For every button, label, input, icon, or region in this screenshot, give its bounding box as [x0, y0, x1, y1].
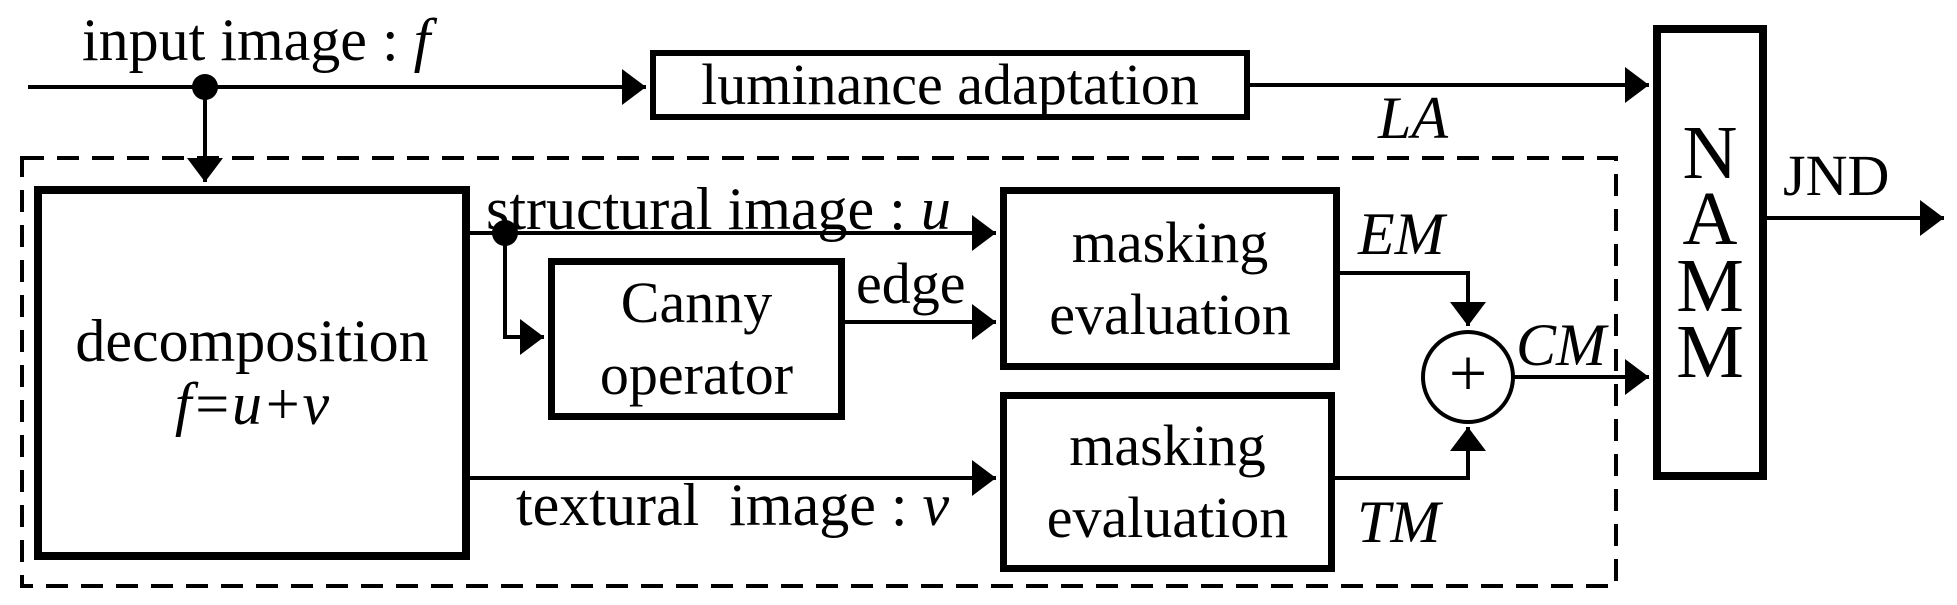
namm-letter-m1: M: [1676, 243, 1744, 328]
masking-structural-line1: masking: [1071, 209, 1269, 275]
cm-signal-label: CM: [1516, 312, 1606, 378]
decomposition-formula: f=u+v: [174, 371, 330, 437]
namm-letter-m2: M: [1676, 309, 1744, 394]
structural-branch-to-canny: [503, 233, 544, 355]
tm-signal-label: TM: [1357, 489, 1441, 555]
em-signal-label: EM: [1358, 201, 1445, 267]
namm-block: N A M M: [1653, 25, 1767, 480]
luminance-adaptation-block: luminance adaptation: [650, 50, 1250, 120]
decomposition-block: decomposition f=u+v: [34, 186, 470, 560]
namm-letter-n: N: [1682, 111, 1738, 196]
canny-label-line1: Canny: [620, 270, 773, 336]
textural-image-symbol: v: [922, 472, 950, 538]
decomposition-label: decomposition: [75, 308, 429, 374]
jnd-output-label: JND: [1783, 143, 1890, 208]
canny-label-line2: operator: [599, 342, 794, 407]
masking-evaluation-structural-block: masking evaluation: [1000, 187, 1340, 370]
input-image-symbol: f: [413, 7, 431, 73]
input-image-text: input image :: [82, 7, 414, 73]
em-line: [1340, 271, 1486, 326]
tm-line: [1335, 427, 1486, 480]
masking-structural-line2: evaluation: [1049, 281, 1291, 347]
plus-symbol: +: [1449, 335, 1487, 411]
namm-letter-a: A: [1682, 177, 1738, 262]
luminance-adaptation-label: luminance adaptation: [701, 52, 1199, 117]
dashed-decomposition-region: [20, 156, 1618, 588]
textural-image-label: textural image : v: [516, 475, 949, 535]
masking-textural-line2: evaluation: [1046, 485, 1289, 550]
masking-textural-line1: masking: [1069, 413, 1266, 479]
canny-operator-block: Canny operator: [548, 258, 845, 420]
edge-label: edge: [856, 251, 966, 316]
structural-image-symbol: u: [920, 176, 951, 242]
la-signal-label: LA: [1378, 85, 1449, 151]
masking-evaluation-textural-block: masking evaluation: [1000, 392, 1335, 572]
textural-image-text: textural image :: [516, 472, 923, 538]
structural-image-text: structural image :: [486, 176, 921, 242]
structural-image-label: structural image : u: [486, 179, 951, 239]
input-image-label: input image : f: [82, 10, 430, 70]
